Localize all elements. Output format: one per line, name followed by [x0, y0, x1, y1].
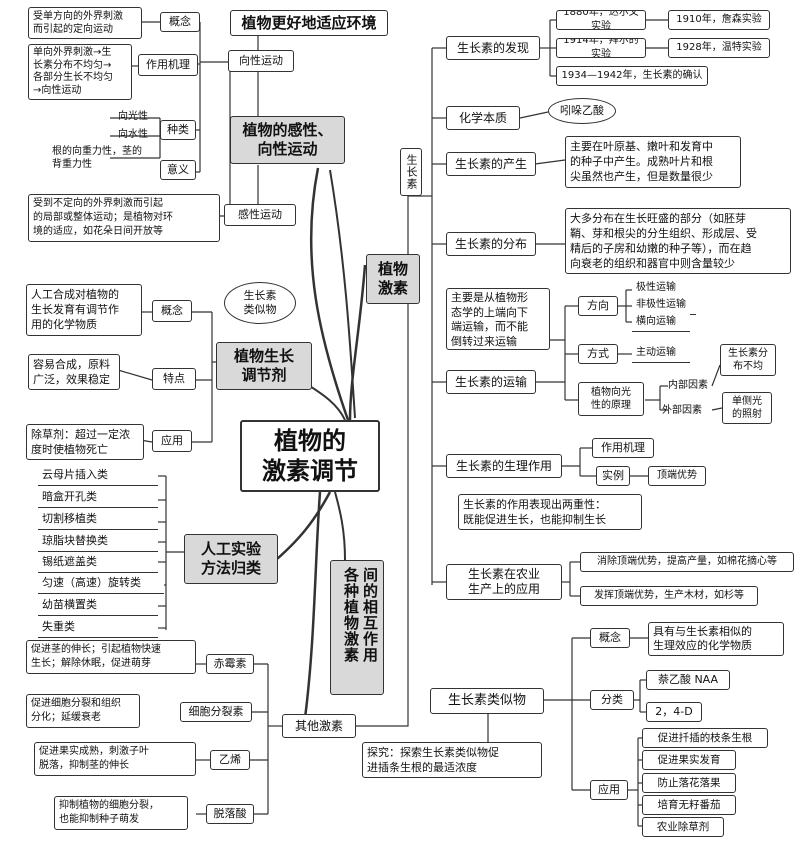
regulator-concept-text: 人工合成对植物的 生长发育有调节作 用的化学物质	[26, 284, 142, 336]
history-item: 1928年，温特实验	[668, 38, 770, 58]
regulator-feature-label: 特点	[152, 368, 196, 390]
mode-text: 主动运输	[632, 345, 690, 363]
ethylene-text: 促进果实成熟，刺激子叶 脱落，抑制茎的伸长	[34, 742, 196, 776]
gibberellin-text: 促进茎的伸长；引起植物快速 生长；解除休眠，促进萌芽	[26, 640, 196, 674]
other-hormones-topic: 其他激素	[282, 714, 356, 738]
method-item: 幼苗横置类	[38, 596, 158, 616]
auxin-analog-cloud: 生长素 类似物	[224, 282, 296, 324]
agriculture-item: 消除顶端优势，提高产量，如棉花摘心等	[580, 552, 794, 572]
analog-use-item: 防止落花落果	[642, 773, 736, 793]
regulator-feature-text: 容易合成，原料 广泛，效果稳定	[28, 354, 120, 390]
auxin-vertical-label: 生长素	[400, 148, 422, 196]
iaa-cloud: 吲哚乙酸	[548, 98, 616, 124]
auxin-distribution-text: 大多分布在生长旺盛的部分（如胚芽 鞘、芽和根尖的分生组织、形成层、受 精后的子房…	[565, 208, 791, 274]
history-item: 1914年，拜尔的实验	[556, 38, 646, 58]
analog-concept-text: 具有与生长素相似的 生理效应的化学物质	[648, 622, 784, 656]
central-topic: 植物的 激素调节	[240, 420, 380, 492]
tropism-types-label: 种类	[160, 120, 196, 140]
ethylene-node: 乙烯	[210, 750, 250, 770]
regulator-topic: 植物生长 调节剂	[216, 342, 312, 390]
plant-hormone-topic: 植物 激素	[366, 254, 420, 304]
cytokinin-node: 细胞分裂素	[180, 702, 252, 722]
example-text: 顶端优势	[648, 466, 706, 486]
naa-item: 萘乙酸 NAA	[646, 670, 730, 690]
nastic-text: 受到不定向的外界刺激而引起 的局部或整体运动；是植物对环 境的适应，如花朵日间开…	[28, 194, 220, 242]
mode-label: 方式	[578, 344, 618, 364]
gibberellin-node: 赤霉素	[206, 654, 254, 674]
auxin-discovery-node: 生长素的发现	[446, 36, 540, 60]
tropism-topic: 植物的感性、 向性运动	[230, 116, 345, 164]
analog-use-label: 应用	[590, 780, 628, 800]
auxin-production-text: 主要在叶原基、嫩叶和发育中 的种子中产生。成熟叶片和根 尖虽然也产生，但是数量很…	[565, 136, 741, 188]
direction-item: 极性运输	[632, 280, 690, 298]
tropic-motion-node: 向性运动	[228, 50, 294, 72]
abscisic-acid-node: 脱落酸	[206, 804, 254, 824]
auxin-agriculture-node: 生长素在农业 生产上的应用	[446, 564, 562, 600]
auxin-transport-text: 主要是从植物形 态学的上端向下 端运输，而不能 倒转过来运输	[446, 288, 550, 350]
history-item: 1910年，詹森实验	[668, 10, 770, 30]
direction-item: 非极性运输	[632, 297, 696, 315]
nastic-motion-node: 感性运动	[224, 204, 296, 226]
history-item: 1934—1942年，生长素的确认	[556, 66, 708, 86]
method-item: 琼脂块替换类	[38, 532, 158, 552]
cytokinin-text: 促进细胞分裂和组织 分化；延缓衰老	[26, 694, 140, 728]
analog-use-item: 促进果实发育	[642, 750, 736, 770]
tropism-heading: 植物更好地适应环境	[230, 10, 388, 36]
tropism-concept-label: 概念	[160, 12, 200, 32]
method-item: 切割移植类	[38, 510, 158, 530]
analog-use-item: 农业除草剂	[642, 817, 724, 837]
analog-use-item: 培育无籽番茄	[642, 795, 736, 815]
tropism-meaning-label: 意义	[160, 160, 196, 180]
tropism-mechanism-label: 作用机理	[138, 54, 198, 76]
analog-use-item: 促进扦插的枝条生根	[642, 728, 768, 748]
external-factor-label: 外部因素	[662, 405, 702, 416]
example-label: 实例	[596, 466, 630, 486]
method-item: 锡纸遮盖类	[38, 553, 158, 573]
physiology-mechanism-label: 作用机理	[592, 438, 654, 458]
explore-text: 探究：探索生长素类似物促 进插条生根的最适浓度	[362, 742, 542, 778]
auxin-physiology-node: 生长素的生理作用	[446, 454, 562, 478]
auxin-distribution-node: 生长素的分布	[446, 232, 536, 256]
tropism-concept-text: 受单方向的外界刺激 而引起的定向运动	[28, 7, 142, 39]
regulator-use-label: 应用	[152, 430, 192, 452]
method-item: 暗盒开孔类	[38, 488, 158, 508]
auxin-transport-node: 生长素的运输	[446, 370, 536, 394]
method-item: 云母片插入类	[38, 466, 158, 486]
tropism-type-hydrotropism: 向水性	[118, 129, 148, 140]
analog-class-label: 分类	[590, 690, 634, 710]
history-item: 1880年，达尔文实验	[556, 10, 646, 30]
internal-factor-label: 内部因素	[668, 380, 708, 391]
methods-topic: 人工实验 方法归类	[184, 534, 278, 584]
external-factor-text: 单侧光 的照射	[722, 392, 772, 424]
tropism-type-gravitropism: 根的向重力性，茎的 背重力性	[52, 146, 142, 170]
direction-label: 方向	[578, 296, 618, 316]
interaction-topic: 间的相互作用 各种植物激素	[330, 560, 384, 695]
phototropism-principle-node: 植物向光 性的原理	[578, 382, 644, 416]
tropism-type-phototropism: 向光性	[118, 111, 148, 122]
regulator-concept-label: 概念	[152, 300, 192, 322]
internal-factor-text: 生长素分 布不均	[720, 344, 776, 376]
regulator-use-text: 除草剂：超过一定浓 度时使植物死亡	[26, 424, 144, 460]
chemical-nature-node: 化学本质	[446, 106, 520, 130]
direction-item: 横向运输	[632, 314, 690, 332]
tropism-mechanism-text: 单向外界刺激→生 长素分布不均匀→ 各部分生长不均匀 →向性运动	[28, 44, 132, 100]
analog-concept-label: 概念	[590, 628, 630, 648]
auxin-production-node: 生长素的产生	[446, 152, 536, 176]
duality-text: 生长素的作用表现出两重性： 既能促进生长，也能抑制生长	[458, 494, 642, 530]
method-item: 失重类	[38, 618, 158, 638]
auxin-analog-node: 生长素类似物	[430, 688, 544, 714]
abscisic-acid-text: 抑制植物的细胞分裂， 也能抑制种子萌发	[54, 796, 188, 830]
24d-item: 2，4-D	[646, 702, 702, 722]
method-item: 匀速（高速）旋转类	[38, 574, 164, 594]
agriculture-item: 发挥顶端优势，生产木材，如杉等	[580, 586, 758, 606]
